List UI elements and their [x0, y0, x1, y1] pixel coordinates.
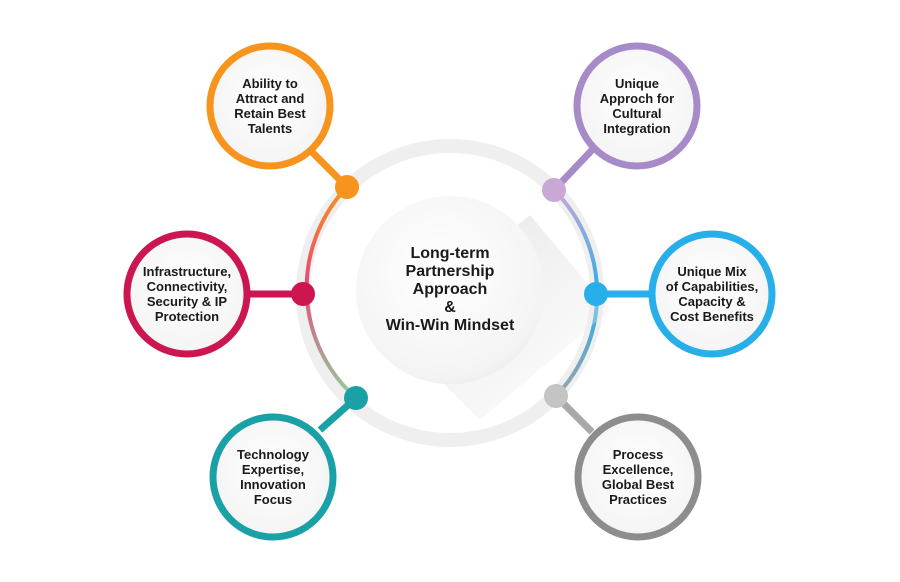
dot-infrastructure	[291, 282, 315, 306]
node-infrastructure	[123, 230, 251, 358]
node-process	[574, 413, 702, 541]
dot-talents	[335, 175, 359, 199]
node-technology	[209, 413, 337, 541]
center-label: Long-term Partnership Approach & Win-Win…	[385, 245, 515, 334]
node-capabilities	[648, 230, 776, 358]
node-label-talents: Ability to Attract and Retain Best Talen…	[234, 76, 306, 136]
dot-process	[544, 384, 568, 408]
dot-technology	[344, 386, 368, 410]
dot-cultural	[542, 178, 566, 202]
node-label-capabilities: Unique Mix of Capabilities, Capacity & C…	[665, 264, 759, 324]
node-talents	[206, 42, 334, 170]
node-label-cultural: Unique Approch for Cultural Integration	[599, 76, 675, 136]
node-label-technology: Technology Expertise, Innovation Focus	[237, 447, 309, 507]
node-cultural	[573, 42, 701, 170]
center-circle	[356, 196, 544, 384]
node-label-infrastructure: Infrastructure, Connectivity, Security &…	[142, 264, 232, 324]
node-label-process: Process Excellence, Global Best Practice…	[601, 447, 675, 507]
dot-capabilities	[584, 282, 608, 306]
